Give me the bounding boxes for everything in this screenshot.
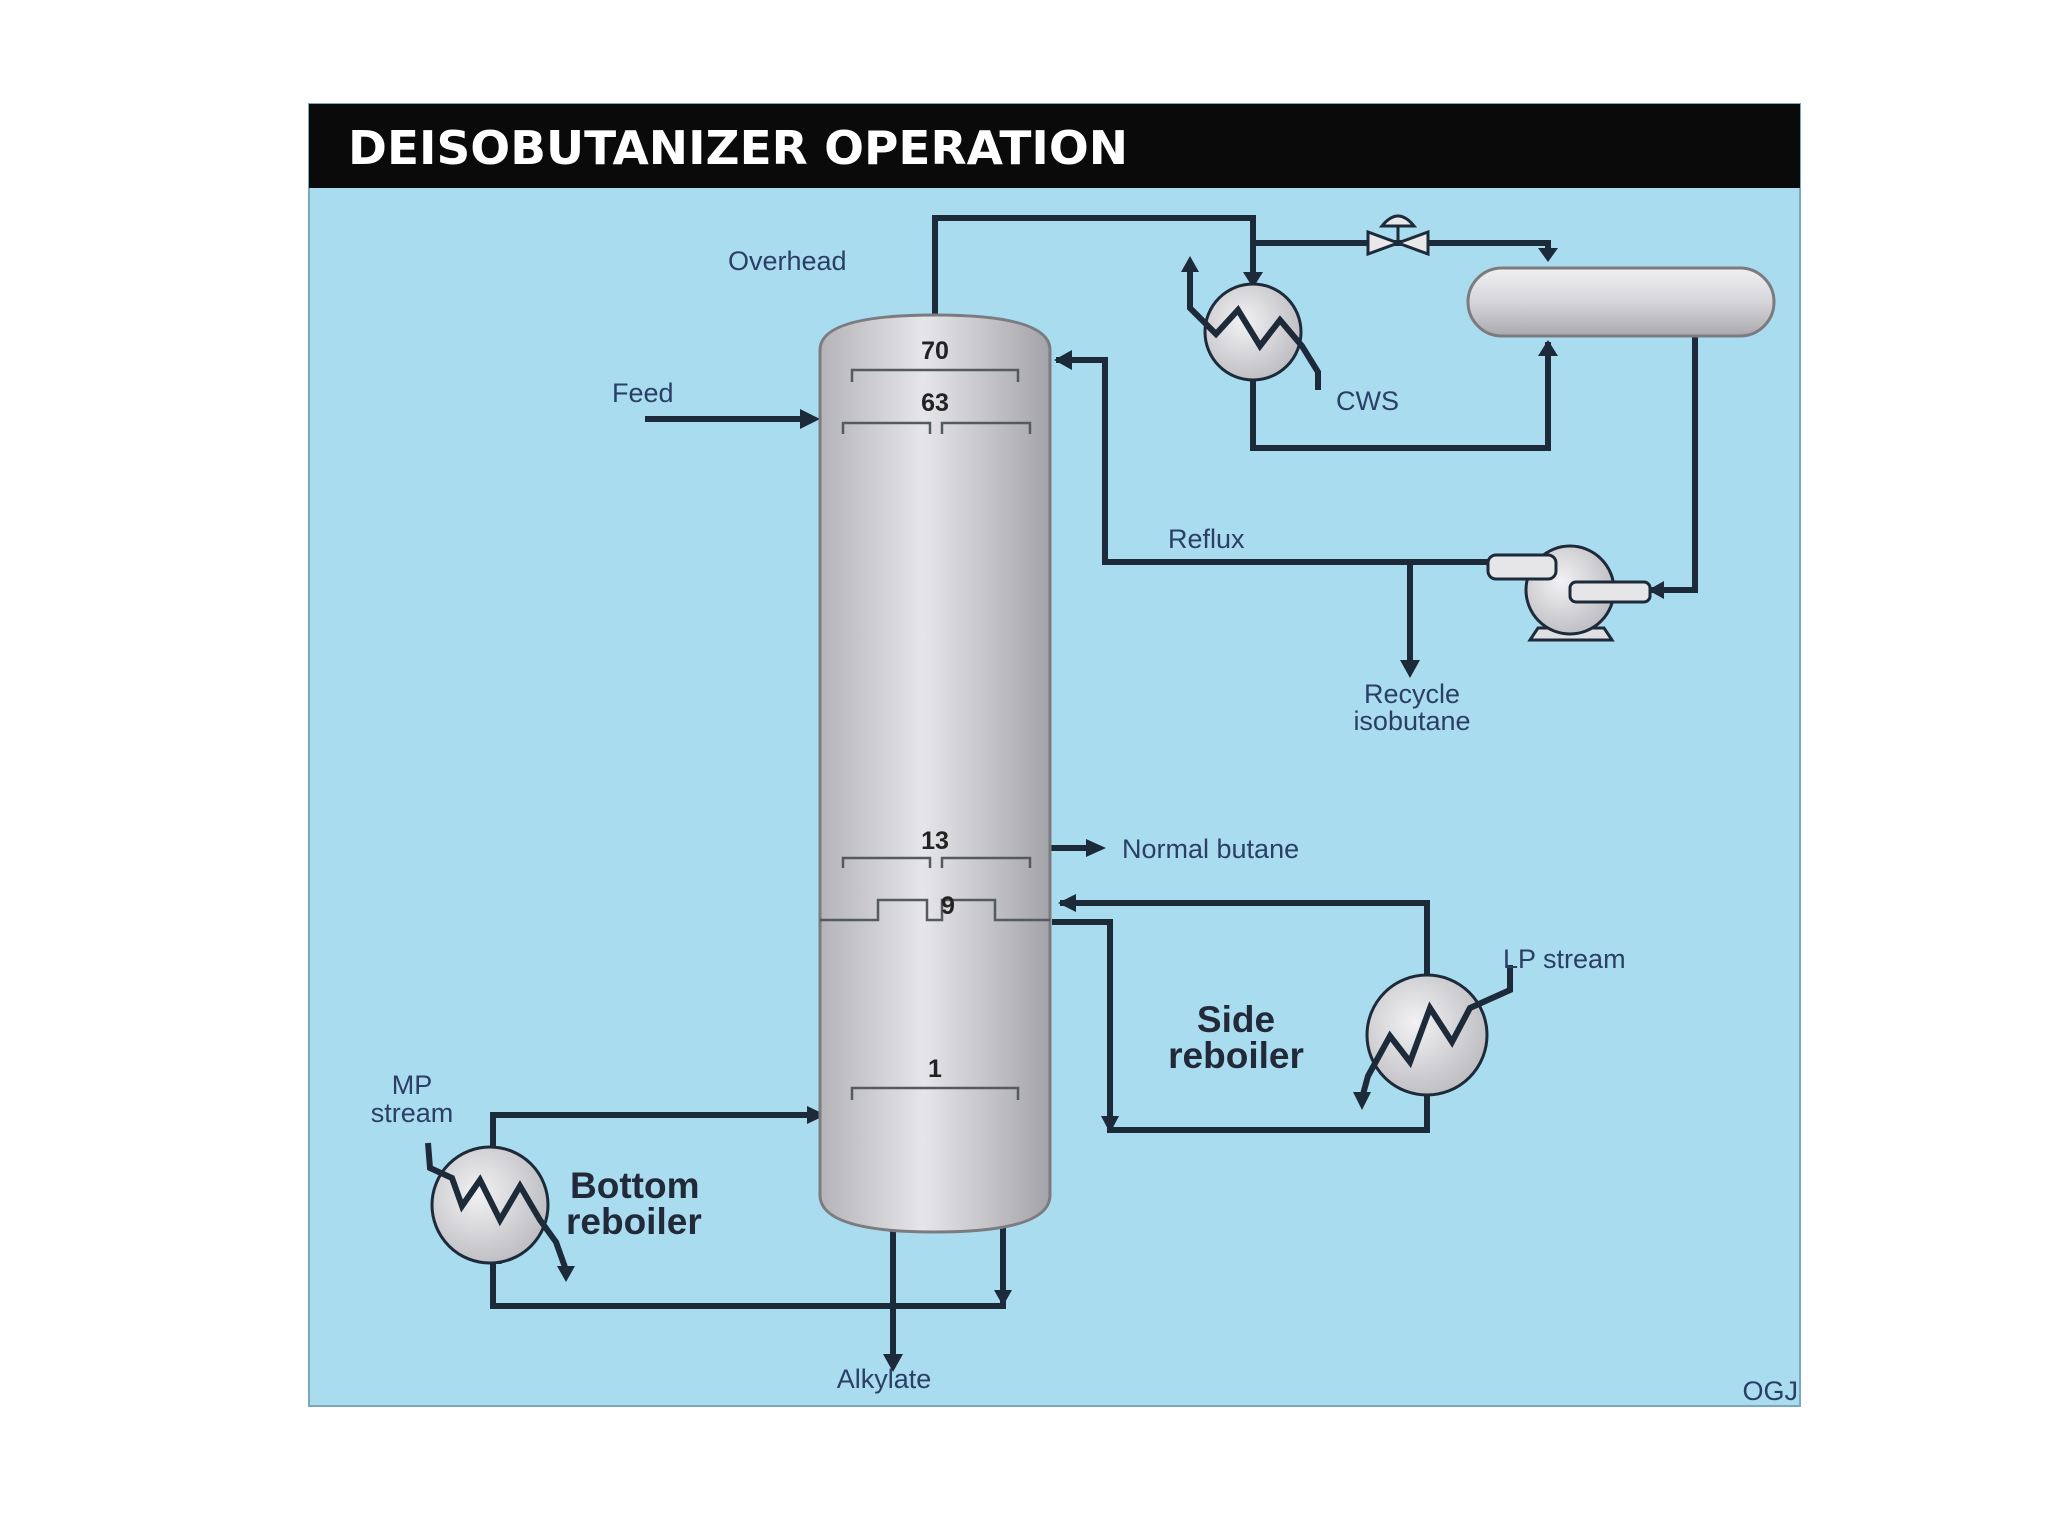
reflux-line [1056, 357, 1490, 565]
bottom-reboiler-label-line1: Bottom [570, 1165, 699, 1206]
overhead-arrow [1243, 272, 1263, 288]
recycle-label-line1: Recycle [1364, 679, 1460, 709]
tray-13-left [841, 856, 932, 868]
side-reboiler-label-line2: reboiler [1168, 1035, 1304, 1076]
distillation-column [818, 313, 1052, 1234]
side-reboiler-draw-arrow [1101, 1116, 1119, 1133]
bottom-reboiler-label-line2: reboiler [566, 1201, 702, 1242]
corner-mark: OGJ [1742, 1376, 1798, 1406]
alkylate-arrow [883, 1354, 903, 1372]
tray-1 [850, 1086, 1020, 1100]
lp-stream-label: LP stream [1503, 944, 1626, 974]
mp-stream-label-line2: stream [371, 1098, 454, 1128]
bypass-arrow [1538, 248, 1558, 262]
control-valve [1366, 214, 1430, 257]
tray-63-right [940, 421, 1032, 434]
tray-13-right [940, 856, 1032, 868]
bottom-reboiler-exchanger [425, 1142, 575, 1282]
normal-butane-arrow [1086, 839, 1106, 857]
tray-9-chimney [820, 898, 1050, 922]
side-reboiler-return [1060, 900, 1430, 978]
recycle-label-line2: isobutane [1353, 706, 1470, 736]
tray-70 [850, 368, 1020, 382]
title-bar [309, 104, 1800, 188]
bottoms-down-arrow [994, 1290, 1012, 1306]
reflux-pump [1486, 544, 1652, 642]
reflux-label: Reflux [1168, 524, 1245, 554]
side-reboiler-return-arrow [1058, 894, 1076, 912]
side-reboiler-exchanger [1353, 965, 1513, 1110]
tray-63-left [841, 421, 932, 434]
feed-arrow [800, 409, 820, 429]
bottom-reboiler-return-arrow [807, 1106, 826, 1124]
tray-70-label: 70 [921, 337, 949, 365]
alkylate-label: Alkylate [837, 1364, 932, 1394]
condensate-arrow [1538, 340, 1558, 356]
reflux-arrow [1054, 350, 1072, 370]
reflux-drum [1466, 266, 1776, 338]
diagram-title: DEISOBUTANIZER OPERATION [348, 121, 1128, 175]
mp-stream-label-line1: MP [392, 1070, 433, 1100]
recycle-arrow [1400, 660, 1420, 678]
bottom-reboiler-feed [490, 1226, 1006, 1309]
overhead-condenser [1181, 256, 1321, 390]
overhead-label: Overhead [728, 246, 847, 276]
tray-13-label: 13 [921, 827, 949, 855]
tray-9-label: 9 [941, 892, 955, 920]
feed-label: Feed [612, 378, 674, 408]
tray-1-label: 1 [928, 1055, 942, 1083]
normal-butane-label: Normal butane [1122, 834, 1299, 864]
pump-suction-arrow [1648, 581, 1664, 599]
tray-63-label: 63 [921, 389, 949, 417]
condensate-line [1250, 342, 1551, 451]
cws-label: CWS [1336, 386, 1399, 416]
side-reboiler-label-line1: Side [1197, 999, 1275, 1040]
overhead-line [932, 215, 1256, 315]
